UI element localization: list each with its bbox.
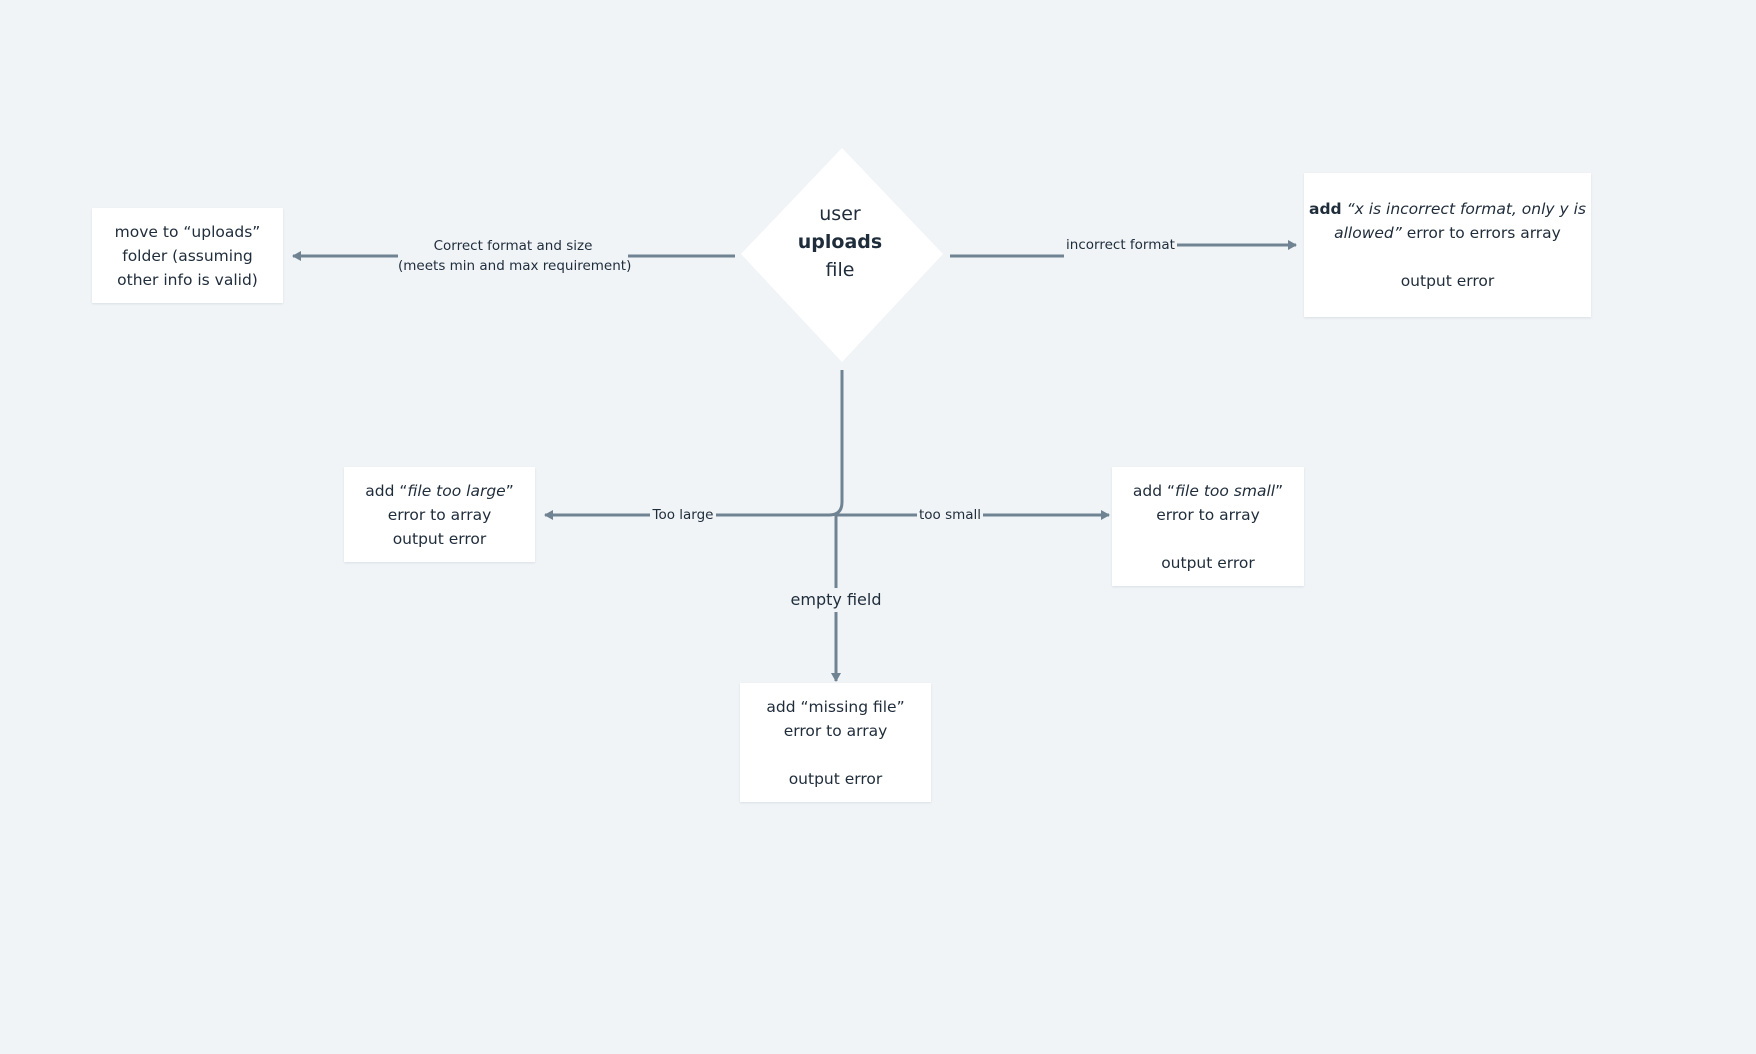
edge-label-too-large-text: Too large xyxy=(652,507,714,523)
decision-label-line3: file xyxy=(825,259,855,281)
decision-label-line1: user xyxy=(819,203,861,225)
node-incorrect-format-error-line2: allowed” error to errors array xyxy=(1334,221,1561,245)
node-missing-file-error-output: output error xyxy=(788,769,883,788)
node-missing-file-error-line2: error to array xyxy=(783,721,888,740)
edge-label-empty-field-text: empty field xyxy=(790,590,882,609)
edge-label-too-small: too small xyxy=(917,505,983,525)
node-too-large-error-prefix: add “ xyxy=(365,481,408,500)
node-too-large-error-line1: add “file too large” xyxy=(365,479,513,503)
edge-label-correct-format-line2: (meets min and max requirement) xyxy=(398,258,632,274)
node-move-to-uploads-line1: move to “uploads” xyxy=(114,222,261,241)
node-too-large-error-output: output error xyxy=(392,529,487,548)
edge-label-correct-format-line1: Correct format and size xyxy=(433,238,593,254)
decision-label: user uploads file xyxy=(760,200,920,284)
edge-trunk-down xyxy=(716,370,844,517)
node-too-small-error-prefix: add “ xyxy=(1132,481,1176,500)
node-too-large-error-message: file too large xyxy=(407,481,506,500)
edge-label-correct-format: Correct format and size (meets min and m… xyxy=(398,236,632,276)
node-too-large-error-line2: error to array xyxy=(387,505,492,524)
node-too-large-error: add “file too large” error to array outp… xyxy=(344,467,535,562)
edge-label-incorrect-format: incorrect format xyxy=(1064,235,1177,255)
edge-label-incorrect-format-text: incorrect format xyxy=(1066,237,1175,253)
node-incorrect-format-error-message-part1: “x is incorrect format, only y is xyxy=(1341,200,1586,218)
edge-label-too-large: Too large xyxy=(650,505,716,525)
node-too-small-error-message: file too small xyxy=(1175,481,1276,500)
node-too-small-error: add “file too small” error to array outp… xyxy=(1112,467,1304,586)
node-incorrect-format-error-add: add xyxy=(1308,200,1342,218)
node-too-large-error-suffix: ” xyxy=(505,481,514,500)
node-too-small-error-output: output error xyxy=(1161,553,1255,572)
node-missing-file-error: add “missing file” error to array output… xyxy=(740,683,931,802)
decision-diamond xyxy=(741,148,943,362)
node-move-to-uploads: move to “uploads” folder (assuming other… xyxy=(92,208,283,303)
decision-label-line2: uploads xyxy=(797,231,883,253)
node-missing-file-error-line1: add “missing file” xyxy=(766,697,905,716)
node-too-small-error-line2: error to array xyxy=(1156,505,1260,524)
node-move-to-uploads-line3: other info is valid) xyxy=(117,270,258,289)
node-incorrect-format-error-output: output error xyxy=(1400,272,1495,290)
edge-label-empty-field: empty field xyxy=(776,589,896,611)
node-incorrect-format-error-message-part2: allowed” xyxy=(1334,224,1402,242)
node-move-to-uploads-line2: folder (assuming xyxy=(122,246,253,265)
node-too-small-error-line1: add “file too small” xyxy=(1133,479,1283,503)
node-incorrect-format-error: add “x is incorrect format, only y is al… xyxy=(1304,173,1591,317)
node-incorrect-format-error-line1: add “x is incorrect format, only y is xyxy=(1309,197,1586,221)
edge-label-too-small-text: too small xyxy=(918,507,982,523)
node-too-small-error-suffix: ” xyxy=(1275,481,1284,500)
node-incorrect-format-error-target: error to errors array xyxy=(1401,224,1561,242)
